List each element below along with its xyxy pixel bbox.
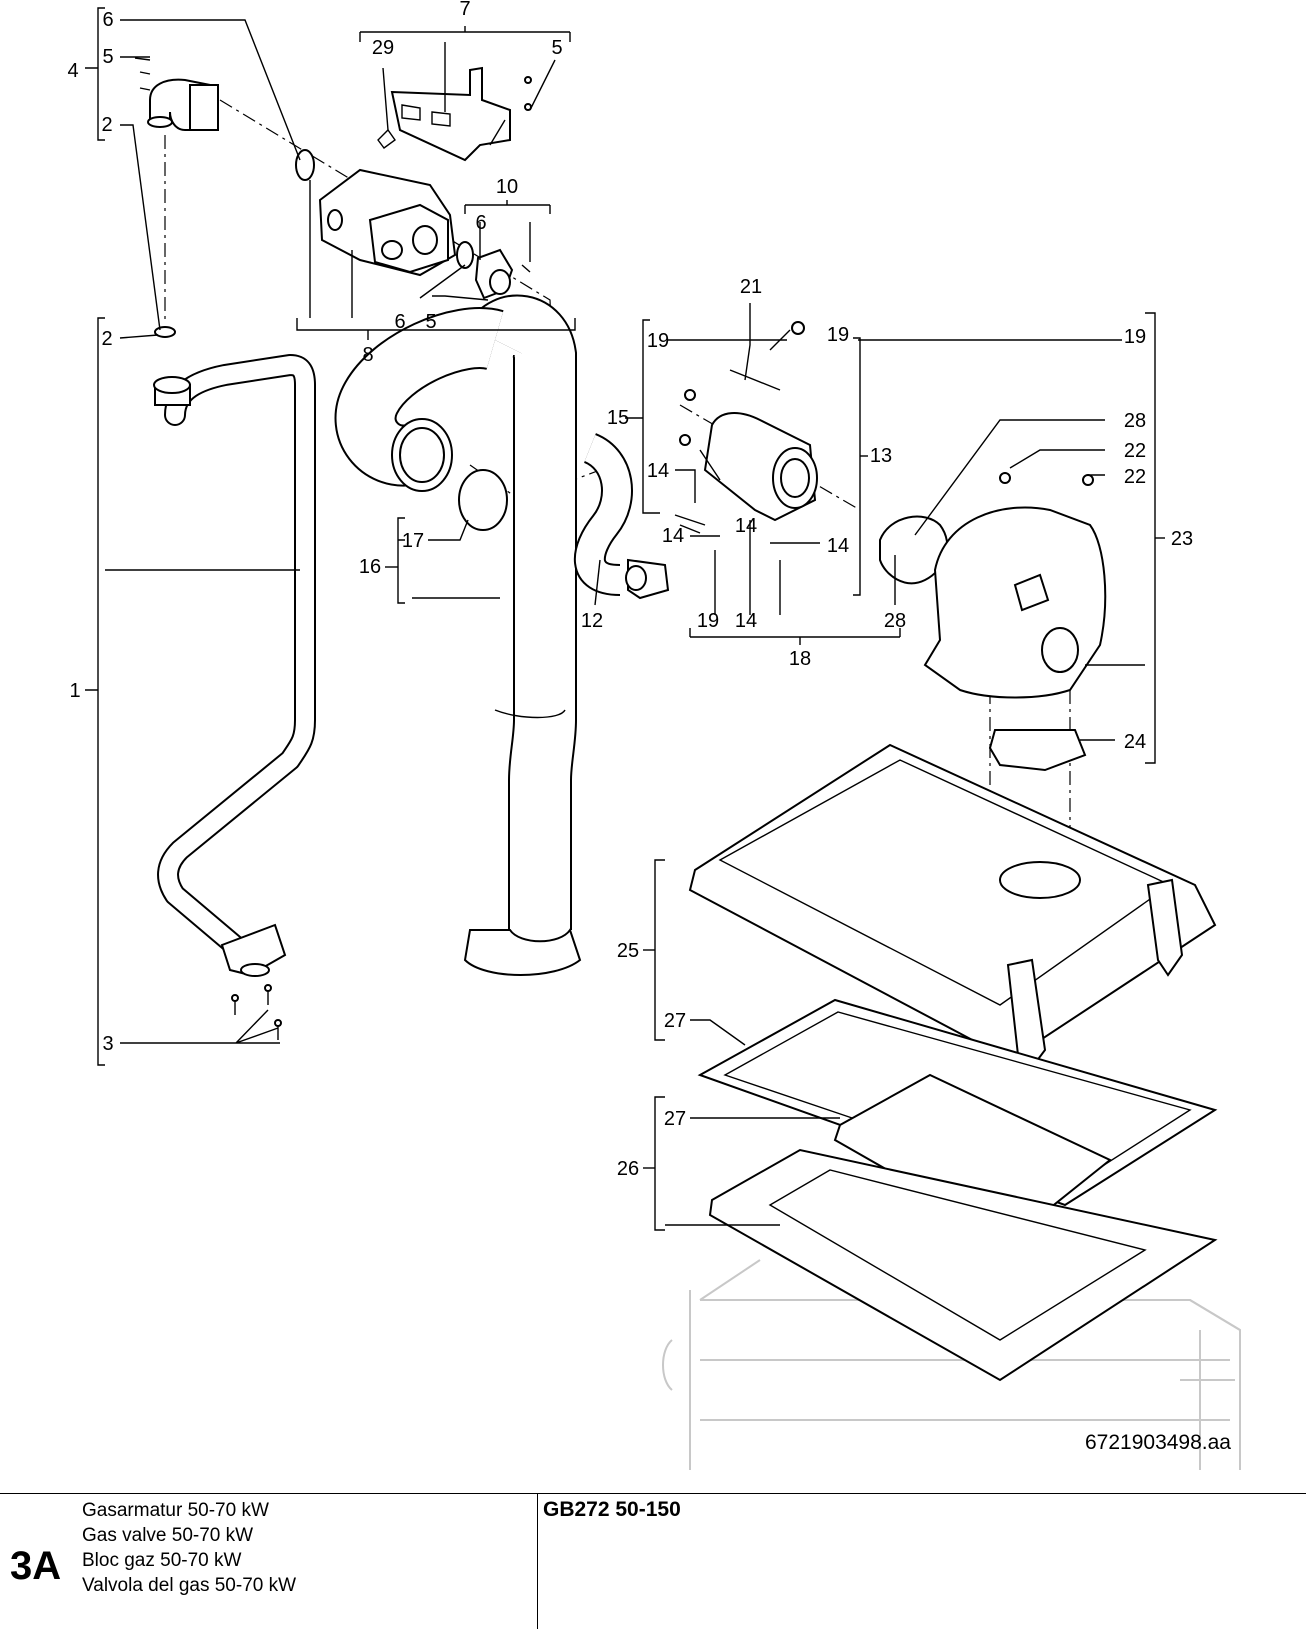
footer: 3A Gasarmatur 50-70 kW Gas valve 50-70 k… [0,1493,1306,1629]
hose-12 [573,433,670,600]
drawing-number: 6721903498.aa [1085,1431,1231,1454]
description-de: Gasarmatur 50-70 kW [82,1500,269,1521]
callout: 2 [101,328,112,350]
callout: 27 [664,1108,686,1130]
description-fr: Bloc gaz 50-70 kW [82,1550,242,1571]
description-it: Valvola del gas 50-70 kW [82,1575,297,1596]
gasket-24 [988,729,1087,772]
exploded-parts-diagram: 1 2 2 3 4 5 5 5 6 6 6 7 8 10 12 13 14 14… [67,0,1241,1470]
callout: 19 [697,610,719,632]
leader-lines [85,7,1165,1231]
callout: 5 [551,37,562,59]
elbow-4 [134,57,219,131]
description-en: Gas valve 50-70 kW [82,1525,254,1546]
callout: 17 [402,530,424,552]
callout: 29 [372,37,394,59]
burner-cover-25 [688,743,1217,1072]
callout: 23 [1171,528,1193,550]
air-intake-hose-16 [334,294,582,976]
callout: 12 [581,610,603,632]
footer-divider [537,1494,538,1629]
callout: 26 [617,1158,639,1180]
callout: 5 [102,46,113,68]
screws-5-bracket [524,76,532,111]
callout: 14 [647,460,669,482]
venturi-13 [674,321,818,534]
callout: 18 [789,648,811,670]
callout: 19 [1124,326,1146,348]
callout: 2 [101,114,112,136]
bracket-7 [377,66,511,162]
callout: 14 [735,610,757,632]
callout: 15 [607,407,629,429]
burner-plate-26 [708,1073,1218,1382]
screws-3 [231,984,282,1040]
callout: 28 [884,610,906,632]
fan-23 [923,472,1107,699]
section-descriptions: Gasarmatur 50-70 kW Gas valve 50-70 kW B… [82,1498,296,1598]
seal-ring-17 [458,469,508,531]
callout: 14 [662,525,684,547]
callout: 24 [1124,731,1146,753]
o-ring-6b [456,241,474,269]
model-name: GB272 50-150 [543,1498,681,1521]
retaining-ring-6 [295,149,315,181]
callout: 16 [359,556,381,578]
callout: 14 [735,515,757,537]
callout: 27 [664,1010,686,1032]
callout: 22 [1124,466,1146,488]
callout: 5 [425,311,436,333]
callout: 7 [459,0,470,20]
callout: 8 [362,344,373,366]
callout: 25 [617,940,639,962]
callout: 14 [827,535,849,557]
callout: 28 [1124,410,1146,432]
callout: 6 [102,9,113,31]
gas-pipe-1 [153,354,316,977]
callout: 10 [496,176,518,198]
callout: 1 [69,680,80,702]
callout: 21 [740,276,762,298]
callout: 19 [647,330,669,352]
gas-valve-8 [318,168,457,277]
callout: 13 [870,445,892,467]
callout: 6 [475,212,486,234]
callout: 19 [827,324,849,346]
callout: 3 [102,1033,113,1055]
callout-labels: 1 2 2 3 4 5 5 5 6 6 6 7 8 10 12 13 14 14… [67,0,1193,1180]
callout: 4 [67,60,78,82]
callout: 6 [394,311,405,333]
callout: 22 [1124,440,1146,462]
section-code: 3A [10,1544,62,1588]
